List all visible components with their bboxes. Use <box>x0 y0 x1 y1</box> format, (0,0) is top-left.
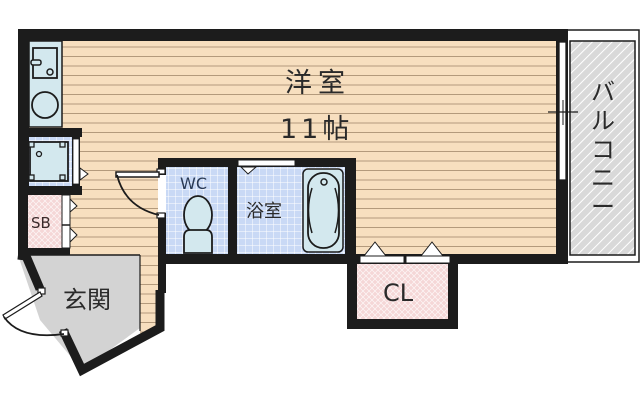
bathroom <box>237 159 345 254</box>
closet-label: CL <box>383 279 414 307</box>
entry-door[interactable] <box>2 287 69 337</box>
shoe-box-label: SB <box>31 214 51 232</box>
toilet-icon <box>183 195 213 235</box>
wc-label: WC <box>180 174 207 193</box>
main-room-size: 11帖 <box>280 114 354 145</box>
shoe-box <box>28 194 78 249</box>
washer-space <box>28 137 89 186</box>
main-room <box>28 40 560 336</box>
closet-doors[interactable] <box>359 241 451 264</box>
balcony-label: バルコニー <box>591 78 615 222</box>
main-room-label: 洋室 <box>285 68 351 99</box>
wc-door[interactable] <box>115 168 166 219</box>
wc-room <box>115 167 228 254</box>
closet <box>347 241 458 329</box>
stove-icon <box>31 91 59 119</box>
bathtub-icon <box>302 168 344 253</box>
balcony <box>565 29 640 263</box>
entrance-label: 玄関 <box>63 286 111 314</box>
entrance <box>2 250 165 377</box>
bathroom-label: 浴室 <box>246 201 282 222</box>
kitchen <box>28 40 63 128</box>
balcony-window[interactable] <box>548 41 578 181</box>
